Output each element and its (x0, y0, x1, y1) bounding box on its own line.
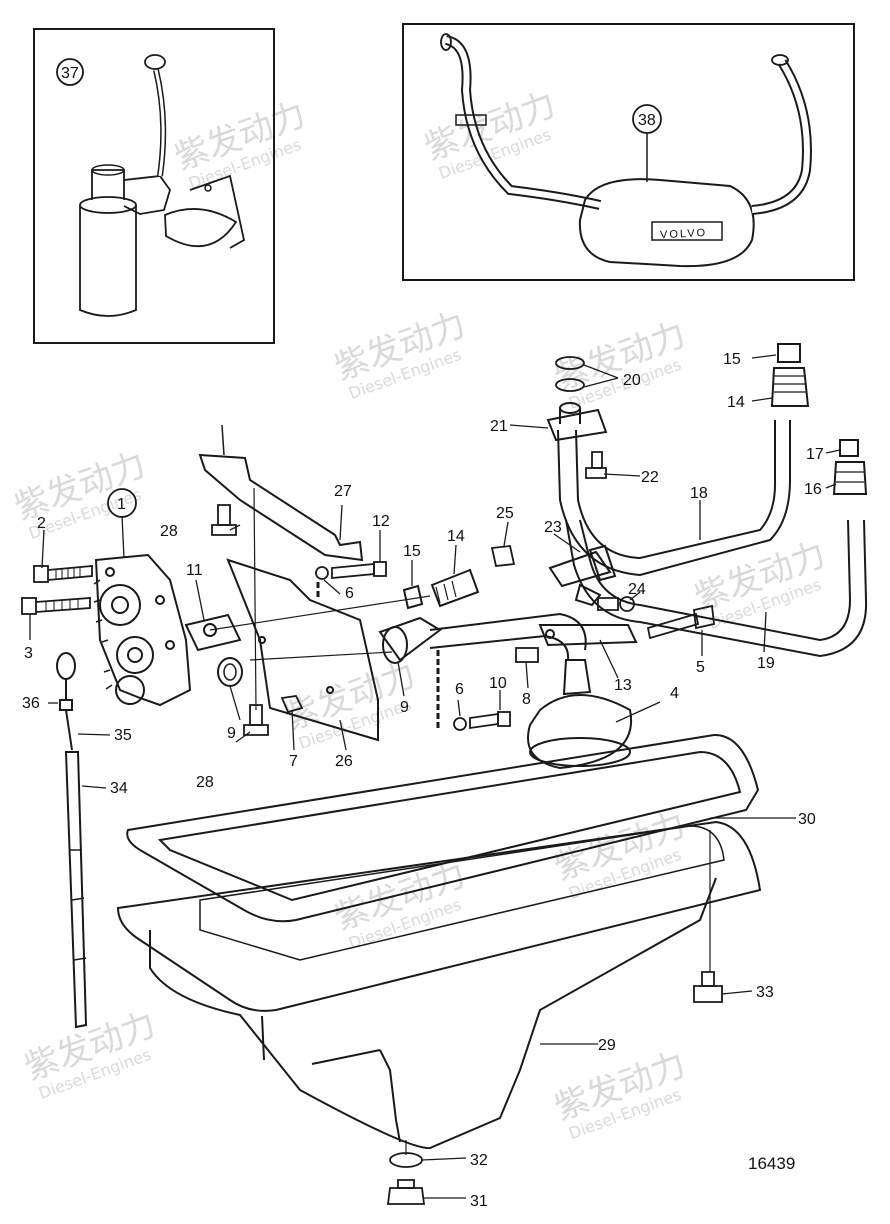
part-label: 20 (623, 372, 641, 389)
part-1-circle (107, 488, 137, 518)
bolt-3 (21, 597, 91, 615)
bolt-22 (585, 451, 607, 479)
washer-20-bottom (555, 378, 585, 392)
part-label: 22 (641, 469, 659, 486)
part-label: 14 (447, 528, 465, 545)
inset-37 (33, 28, 275, 344)
valve-cover-text: VOLVO (660, 227, 708, 241)
fittings-14-15-right (770, 343, 810, 407)
part-label: 16 (804, 481, 822, 498)
bolt-28-top (211, 504, 237, 536)
washer-6-lower (453, 717, 467, 731)
part-label: 30 (798, 811, 816, 828)
part-label: 10 (489, 675, 507, 692)
fitting-23 (548, 544, 617, 607)
extension-lines (209, 487, 711, 1155)
inset-37-frame (33, 28, 275, 344)
part-label: 33 (756, 984, 774, 1001)
part-label: 35 (114, 727, 132, 744)
bracket-11 (184, 613, 242, 652)
part-label: 5 (696, 659, 705, 676)
oil-pump (93, 553, 192, 707)
part-label: 36 (22, 695, 40, 712)
drawing-number: 16439 (748, 1154, 795, 1173)
part-label: 9 (400, 699, 409, 716)
screw-12 (331, 561, 387, 579)
part-label: 13 (614, 677, 632, 694)
nut-25 (490, 545, 516, 567)
part-label: 21 (490, 418, 508, 435)
bolt-33 (693, 971, 723, 1003)
washer-20-top (555, 356, 585, 370)
part-label: 6 (345, 585, 354, 602)
part-label: 2 (37, 515, 46, 532)
suction-pipe (378, 612, 587, 664)
part-label: 9 (227, 725, 236, 742)
inset-38-frame (402, 23, 855, 281)
fittings-16-17 (832, 439, 868, 495)
washer-6-upper (315, 566, 329, 580)
fittings-14-15-center (402, 568, 480, 610)
bolt-5 (646, 604, 715, 640)
sleeve-8 (515, 647, 539, 663)
part-label: 28 (160, 523, 178, 540)
part-label: 12 (372, 513, 390, 530)
part-label: 6 (455, 681, 464, 698)
bolt-2 (33, 565, 93, 583)
part-label: 29 (598, 1037, 616, 1054)
bracket-27 (198, 424, 364, 562)
gasket-30 (126, 733, 760, 923)
part-label: 23 (544, 519, 562, 536)
bolt-28-bottom (243, 704, 269, 736)
bracket-26 (226, 558, 379, 742)
inset-37-label: 37 (61, 65, 79, 82)
clamp-13 (538, 624, 638, 647)
part-label: 28 (196, 774, 214, 791)
part-label: 4 (670, 685, 679, 702)
screw-10 (469, 711, 511, 730)
part-labels: 1 2 3 4 5 6 6 7 8 9 9 10 11 12 13 14 14 … (22, 351, 824, 1210)
oil-pan-29 (116, 820, 762, 1150)
part-label: 24 (628, 581, 646, 598)
part-label: 11 (186, 562, 203, 579)
part-label: 1 (117, 496, 126, 513)
part-label: 15 (723, 351, 741, 368)
seal-9-left (217, 657, 243, 687)
part-label: 15 (403, 543, 421, 560)
part-label: 27 (334, 483, 352, 500)
part-label: 25 (496, 505, 514, 522)
part-label: 3 (24, 645, 33, 662)
part-label: 18 (690, 485, 708, 502)
part-label: 8 (522, 691, 531, 708)
inset-38 (402, 23, 855, 281)
part-label: 31 (470, 1193, 488, 1210)
inset-38-label: 38 (638, 112, 656, 129)
part-label: 19 (757, 655, 775, 672)
alignment-lines (316, 582, 440, 730)
part-label: 34 (110, 780, 128, 797)
flange-21 (546, 402, 608, 442)
part-label: 7 (289, 753, 298, 770)
nut-7 (280, 695, 304, 714)
oil-strainer-4 (527, 659, 633, 770)
dipstick (56, 652, 88, 1029)
oil-pipe-18-19 (557, 420, 868, 658)
washer-32 (389, 1152, 423, 1168)
drain-plug-31 (386, 1179, 426, 1205)
part-label: 14 (727, 394, 745, 411)
part-label: 32 (470, 1152, 488, 1169)
part-label: 17 (806, 446, 824, 463)
leader-lines (29, 354, 841, 1199)
part-label: 26 (335, 753, 353, 770)
